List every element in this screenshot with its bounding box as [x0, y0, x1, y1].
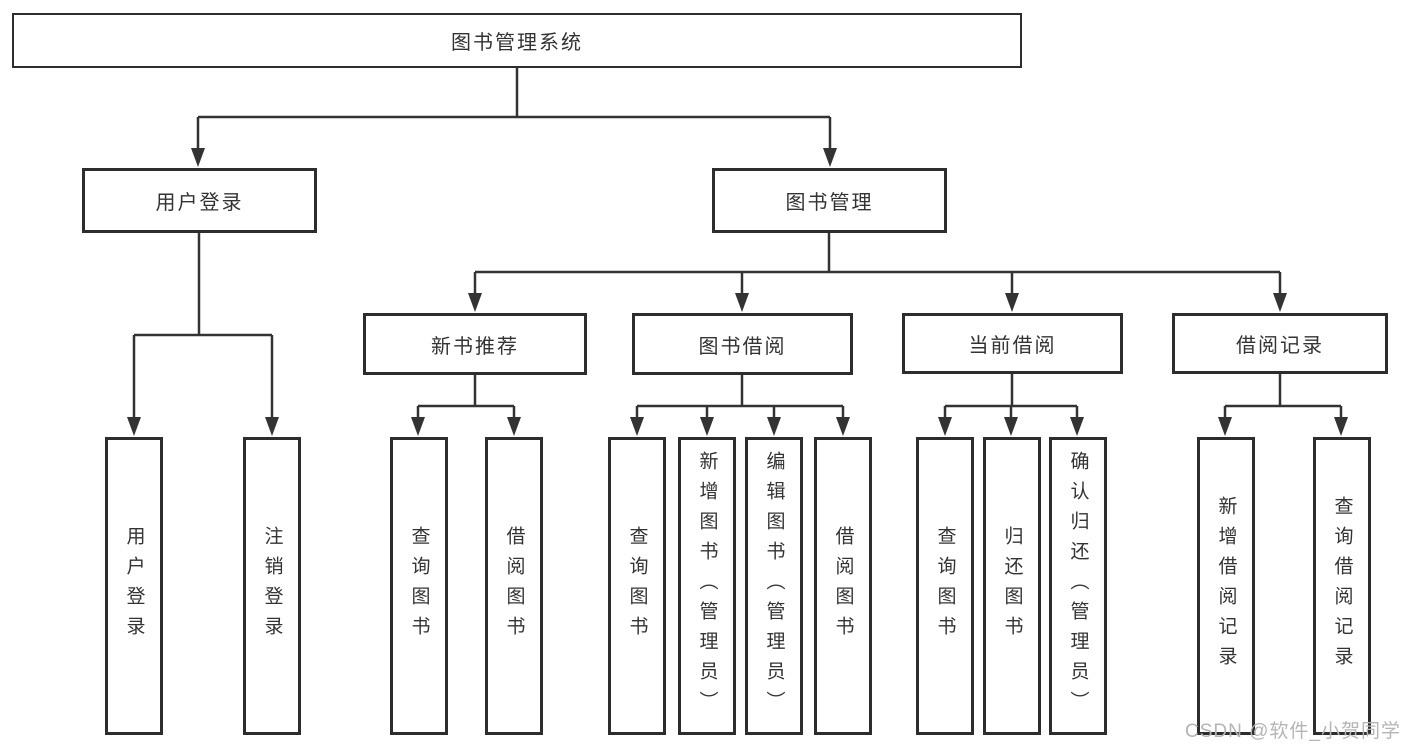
leaf-borrow-edit-book-admin: 编辑图书（管理员） [745, 437, 803, 735]
leaf-newbook-query-book: 查询图书 [390, 437, 448, 735]
leaf-logout: 注销登录 [243, 437, 301, 735]
leaf-user-login: 用户登录 [105, 437, 163, 735]
leaf-current-return-book: 归还图书 [983, 437, 1041, 735]
csdn-watermark: CSDN @软件_小贺同学 [1185, 721, 1401, 742]
leaf-borrow-borrow-book: 借阅图书 [814, 437, 872, 735]
arrow-heads [127, 148, 1348, 436]
leaf-current-query-book: 查询图书 [916, 437, 974, 735]
node-root-library-system: 图书管理系统 [12, 13, 1022, 68]
node-new-book-recommendation: 新书推荐 [363, 313, 587, 375]
leaf-records-add-record: 新增借阅记录 [1197, 437, 1255, 735]
node-borrowing-records: 借阅记录 [1172, 313, 1388, 374]
node-book-management: 图书管理 [712, 168, 947, 233]
leaf-records-query-record: 查询借阅记录 [1313, 437, 1371, 735]
leaf-current-confirm-return-admin: 确认归还（管理员） [1049, 437, 1107, 735]
leaf-borrow-query-book: 查询图书 [608, 437, 666, 735]
leaf-borrow-add-book-admin: 新增图书（管理员） [678, 437, 736, 735]
tree-edges [132, 68, 1343, 418]
node-user-login: 用户登录 [82, 168, 317, 233]
leaf-newbook-borrow-book: 借阅图书 [485, 437, 543, 735]
node-current-borrowing: 当前借阅 [902, 313, 1123, 374]
node-book-borrowing: 图书借阅 [632, 313, 853, 375]
